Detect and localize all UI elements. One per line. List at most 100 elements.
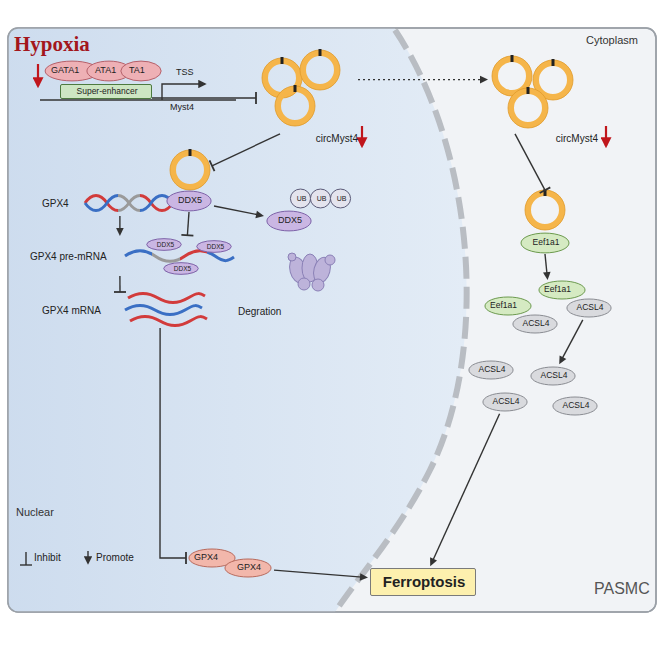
- inhibition-bar: [181, 234, 193, 237]
- activation-connector: [274, 570, 362, 577]
- ellipse-fill: [225, 559, 271, 577]
- compartment-label: Cytoplasm: [586, 34, 638, 46]
- inhibition-bar: [114, 291, 126, 293]
- legend-text: Inhibit: [34, 552, 61, 563]
- protein-ellipse: DDX5: [166, 190, 212, 212]
- proteasome: [287, 253, 335, 291]
- arrow-head: [360, 573, 368, 581]
- node-text: Eef1a1: [544, 285, 571, 294]
- activation-connector: [358, 79, 482, 80]
- proteasome-group: Degration: [236, 255, 346, 317]
- ellipse-fill: [513, 315, 557, 333]
- legend-symbols: [20, 551, 88, 565]
- gene-name: Myst4: [170, 103, 194, 113]
- node-text: UB: [337, 195, 347, 203]
- inhibition-bar: [185, 552, 187, 564]
- protein-ellipse: DDX5: [266, 210, 312, 232]
- ellipse-fill: [167, 191, 211, 211]
- node-text: GPX4: [237, 563, 261, 573]
- protein-ellipse: GPX4: [224, 558, 272, 578]
- node-text: Degration: [238, 306, 281, 317]
- node-text: ACSL4: [577, 303, 604, 312]
- node-text: GPX4: [42, 198, 69, 209]
- protein-ellipse: ACSL4: [552, 396, 598, 416]
- ellipse-fill: [147, 239, 182, 251]
- ellipse-fill: [267, 211, 311, 231]
- node-text: GATA1: [51, 66, 79, 76]
- node-text: UB: [297, 195, 307, 203]
- node-text: GPX4: [194, 553, 218, 563]
- inhibition-connector: [212, 134, 280, 166]
- node-text: Ferroptosis: [383, 574, 466, 591]
- ellipse-fill: [164, 263, 199, 275]
- inhibition-connector: [152, 97, 256, 98]
- ubiquitin-circle: UB: [310, 188, 331, 209]
- ellipse-fill: [539, 281, 585, 299]
- ellipse-fill: [290, 189, 310, 208]
- protein-ellipse: Eef1a1: [484, 296, 532, 316]
- protein-ellipse: ACSL4: [468, 360, 514, 380]
- protein-ellipse: DDX5: [163, 262, 199, 275]
- activation-connector: [119, 216, 120, 230]
- outcome-box: Ferroptosis: [370, 568, 476, 596]
- transcription-factor: TA1: [120, 60, 162, 82]
- arrow-head: [559, 355, 566, 364]
- ellipse-fill: [197, 241, 232, 253]
- protein-ellipse: ACSL4: [482, 392, 528, 412]
- nucleus-region: [8, 28, 467, 612]
- node-text: DDX5: [278, 216, 302, 226]
- node-text: ACSL4: [493, 397, 520, 406]
- node-text: ACSL4: [523, 319, 550, 328]
- gene-label: GPX4: [40, 190, 180, 216]
- site-label: TSS: [176, 68, 194, 78]
- ellipse-fill: [553, 397, 597, 415]
- arrow-head: [430, 557, 437, 566]
- inhibition-connector: [515, 134, 545, 190]
- protein-ellipse: DDX5: [146, 238, 182, 251]
- node-text: Super-enhancer: [77, 87, 138, 96]
- ellipse-fill: [483, 393, 527, 411]
- decrease-arrow: [361, 126, 363, 146]
- node-text: DDX5: [207, 243, 224, 250]
- node-text: DDX5: [157, 241, 174, 248]
- node-text: circMyst4: [556, 133, 598, 144]
- node-text: Eef1a1: [490, 301, 517, 310]
- inhibition-connector: [119, 276, 120, 292]
- node-text: GPX4 pre-mRNA: [30, 251, 107, 262]
- protein-ellipse: ACSL4: [530, 366, 576, 386]
- inhibition-bar: [540, 187, 551, 193]
- protein-ellipse: Eef1a1: [520, 232, 570, 254]
- node-text: ACSL4: [563, 401, 590, 410]
- inhibition-connector: [160, 328, 186, 558]
- protein-ellipse: ACSL4: [566, 298, 612, 318]
- circ-rings: [170, 49, 573, 230]
- circrna-cluster: circMyst4: [258, 52, 358, 144]
- arrow-head: [543, 272, 551, 280]
- ubiquitin-circle: UB: [330, 188, 351, 209]
- pre-mrna-group: GPX4 pre-mRNADDX5DDX5DDX5: [28, 236, 235, 276]
- arrow-head: [255, 211, 264, 219]
- protein-ellipse: ACSL4: [512, 314, 558, 334]
- inhibition-bar: [210, 160, 215, 171]
- dna-helix: [85, 196, 173, 211]
- node-text: ACSL4: [479, 365, 506, 374]
- node-text: TA1: [129, 66, 145, 76]
- ellipse-fill: [531, 367, 575, 385]
- ellipse-fill: [469, 361, 513, 379]
- node-text: ATA1: [95, 66, 116, 76]
- enhancer-box: Super-enhancer: [60, 84, 152, 99]
- decrease-arrow: [605, 126, 607, 146]
- mrna-group: GPX4 mRNA: [40, 292, 215, 328]
- ellipse-fill: [521, 233, 569, 253]
- condition-title: Hypoxia: [14, 33, 90, 56]
- activation-connector: [433, 414, 500, 561]
- mrna-strands: [125, 294, 207, 326]
- ellipse-fill: [310, 189, 330, 208]
- node-text: GPX4 mRNA: [42, 305, 101, 316]
- compartment-label: Nuclear: [16, 506, 54, 518]
- arrow-head: [480, 76, 488, 84]
- gene-line: [40, 99, 236, 101]
- activation-connector: [214, 206, 258, 215]
